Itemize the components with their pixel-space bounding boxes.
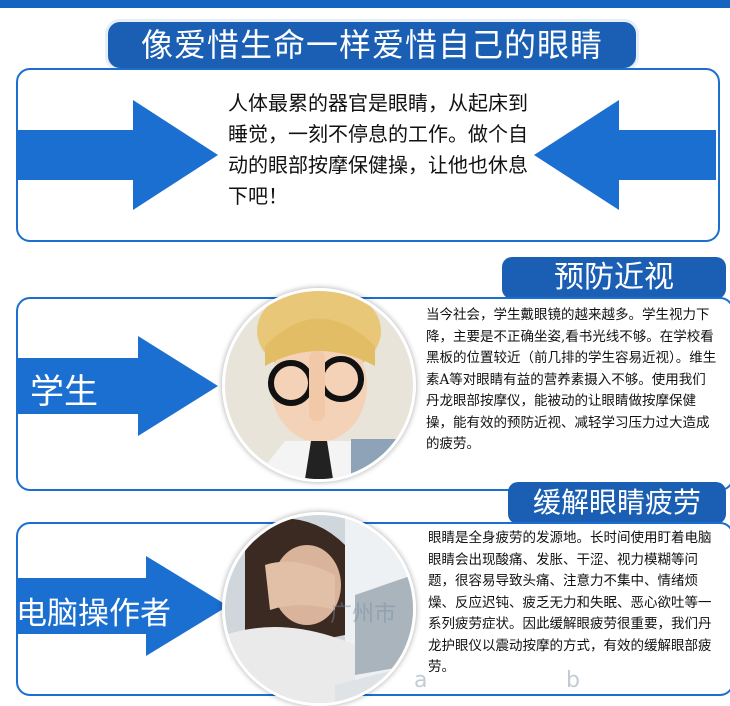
student-arrow-icon — [18, 336, 218, 436]
watermark: 广州市 — [330, 602, 397, 627]
tab-relieve-eye-fatigue: 缓解眼睛疲劳 — [508, 482, 726, 524]
computer-arrow-icon — [18, 556, 228, 656]
page-title: 像爱惜生命一样爱惜自己的眼睛 — [108, 22, 636, 68]
arrow-right-icon — [18, 100, 218, 210]
student-photo — [222, 288, 416, 482]
intro-text: 人体最累的器官是眼睛，从起床到睡觉，一刻不停息的工作。做个自动的眼部按摩保健操，… — [228, 91, 528, 208]
top-bar — [0, 0, 730, 8]
student-text: 当今社会，学生戴眼镜的越来越多。学生视力下降，主要是不正确坐姿,看书光线不够。在… — [426, 307, 717, 452]
watermark-3: b — [566, 668, 580, 693]
computer-text: 眼睛是全身疲劳的发源地。长时间使用盯着电脑眼睛会出现酸痛、发胀、干涩、视力模糊等… — [428, 530, 712, 675]
student-label: 学生 — [30, 372, 98, 412]
computer-user-label: 电脑操作者 — [16, 596, 171, 632]
tab-prevent-myopia: 预防近视 — [502, 257, 726, 299]
arrow-left-icon — [534, 100, 716, 210]
watermark-2: a — [414, 668, 428, 693]
